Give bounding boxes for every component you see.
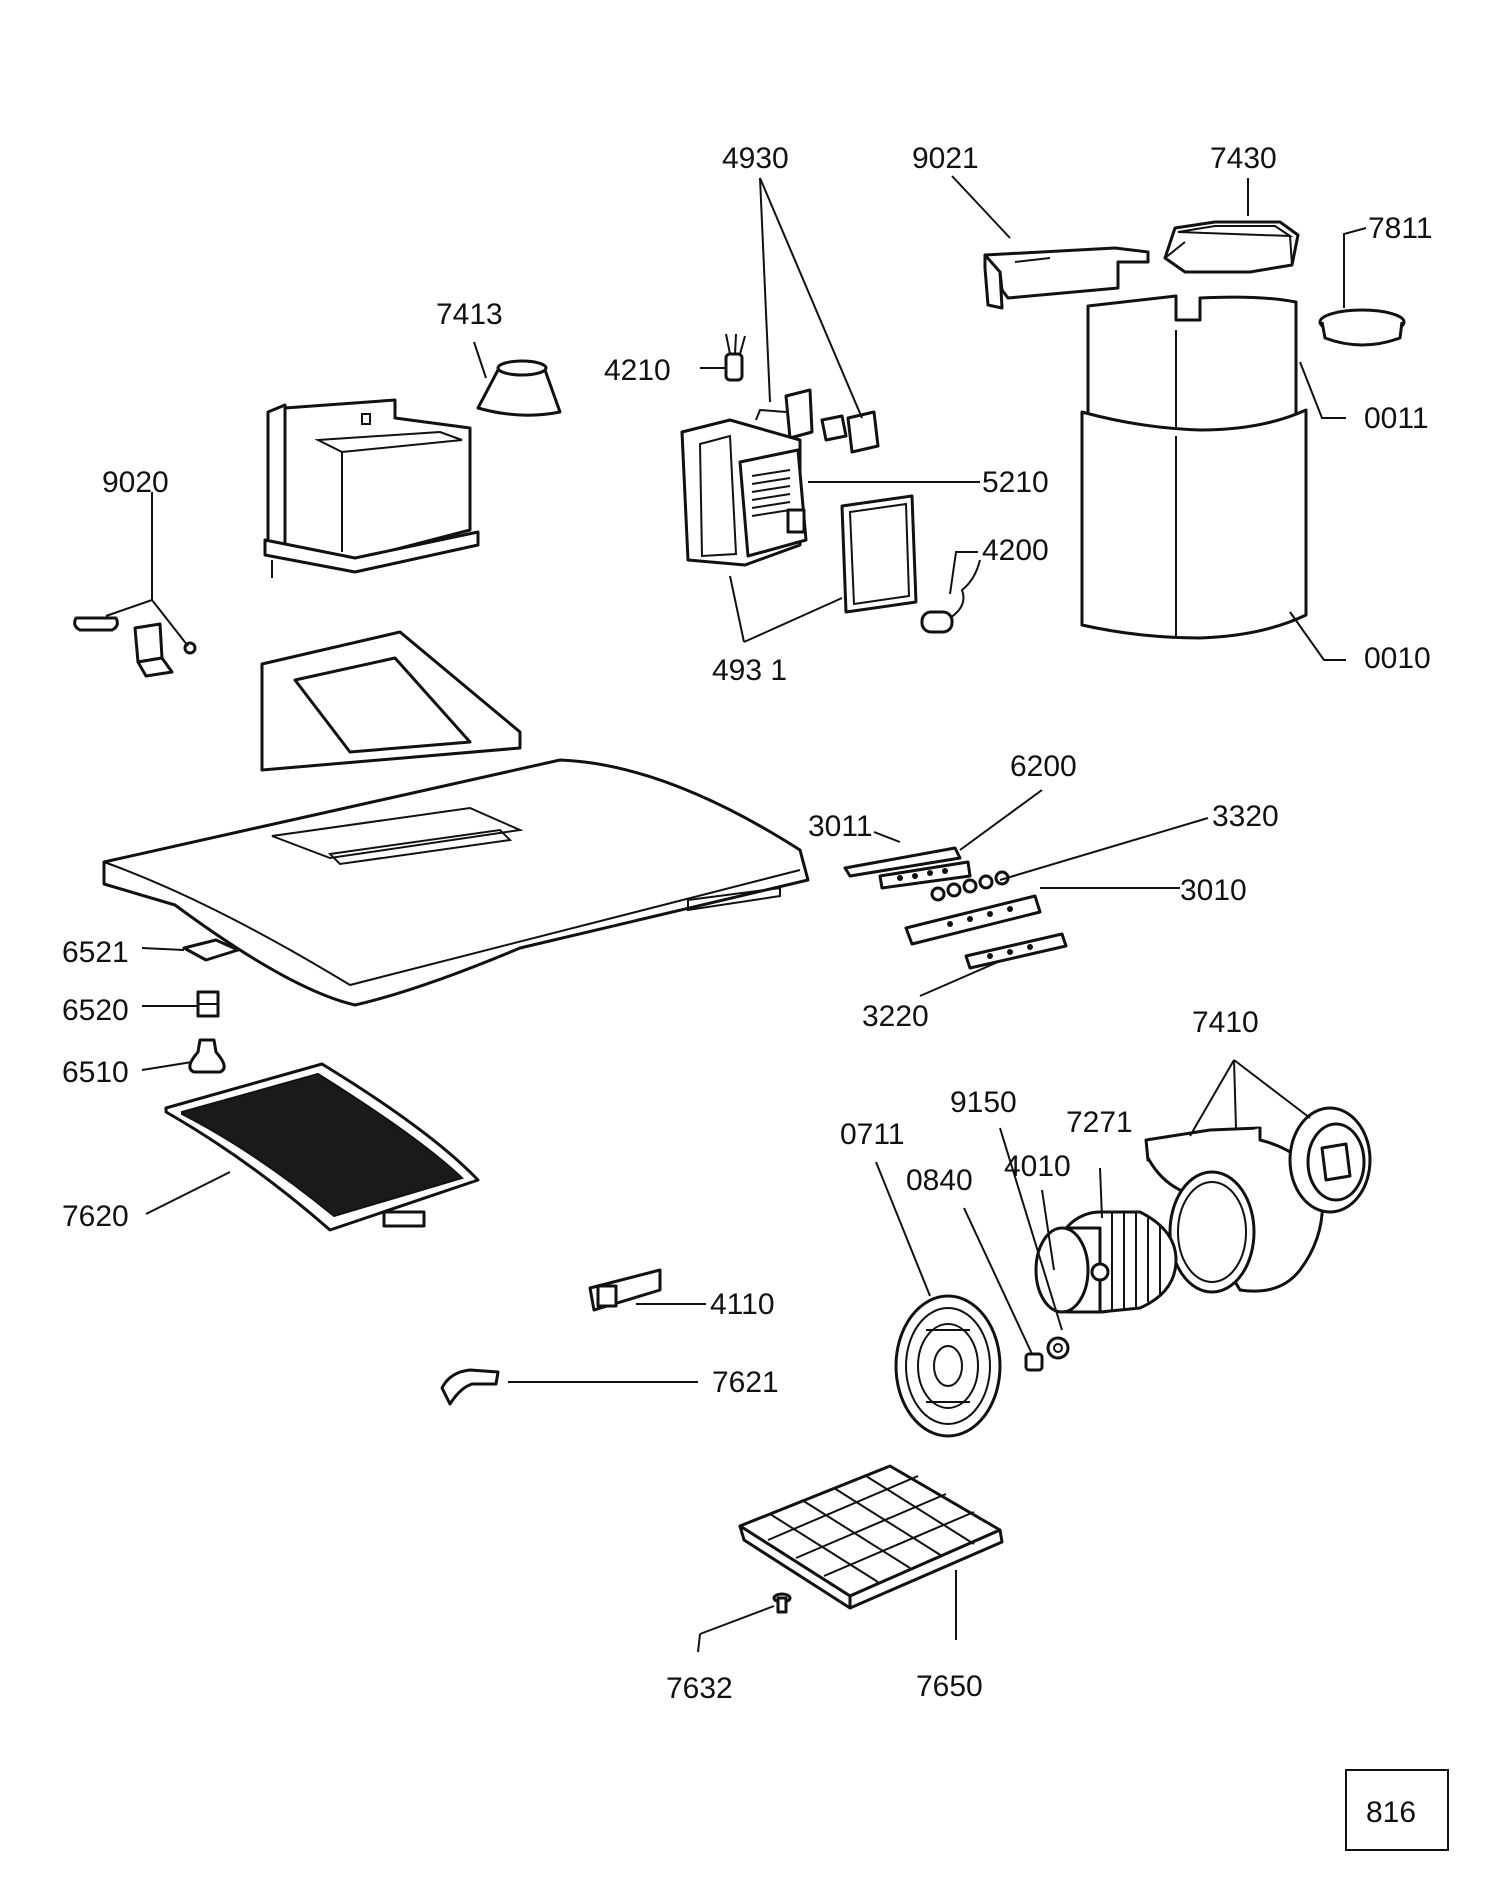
part-7430-flange (1163, 220, 1300, 274)
label-6510: 6510 (62, 1056, 129, 1089)
part-7621-clip (440, 1368, 500, 1406)
label-4200: 4200 (982, 534, 1049, 567)
part-5210-control-unit (680, 418, 808, 567)
label-3220: 3220 (862, 1000, 929, 1033)
part-0010-lower-chimney (1080, 408, 1308, 640)
part-7620-grease-filter (164, 1062, 480, 1232)
label-7410: 7410 (1192, 1006, 1259, 1039)
label-7271: 7271 (1066, 1106, 1133, 1139)
label-4010: 4010 (1004, 1150, 1071, 1183)
label-0010: 0010 (1364, 642, 1431, 675)
label-4210: 4210 (604, 354, 671, 387)
label-3011: 3011 (808, 810, 873, 843)
part-7632-screw (772, 1592, 792, 1614)
part-6520-lamp-holder (196, 990, 220, 1018)
label-7650: 7650 (916, 1670, 983, 1703)
label-6200: 6200 (1010, 750, 1077, 783)
label-4931: 493 1 (712, 654, 787, 687)
part-7413-cone (476, 359, 562, 417)
part-3220-keypad (964, 932, 1068, 970)
part-4210-capacitor (724, 333, 746, 382)
part-6521-lamp-cover (182, 938, 240, 962)
part-9150-nut (1046, 1336, 1070, 1360)
part-3010-panel (904, 894, 1042, 946)
page-number: 816 (1366, 1796, 1416, 1829)
leader-lines (105, 175, 1367, 1653)
label-3010: 3010 (1180, 874, 1247, 907)
part-0711-grille (894, 1294, 1002, 1438)
part-4930-relays (755, 388, 880, 454)
part-4200-condenser (920, 559, 981, 634)
part-0011-upper-chimney (1086, 294, 1298, 432)
label-9150: 9150 (950, 1086, 1017, 1119)
part-4110-switch (588, 1268, 662, 1312)
part-7811-ring (1318, 308, 1406, 347)
label-7413: 7413 (436, 298, 503, 331)
part-hood-outlet (260, 630, 522, 772)
label-9020: 9020 (102, 466, 169, 499)
label-4930: 4930 (722, 142, 789, 175)
label-0011: 0011 (1364, 402, 1429, 435)
part-labels: 4930 9021 7430 7811 7413 4210 0011 9020 … (62, 142, 1433, 1705)
label-6521: 6521 (62, 936, 129, 969)
part-9020-fixings (73, 616, 197, 678)
label-7621: 7621 (712, 1366, 779, 1399)
part-3011-switch-bar (843, 846, 962, 878)
page-number-box: 816 (1345, 1769, 1449, 1851)
part-motor-housing-box (263, 398, 480, 578)
part-0840-washer (1024, 1352, 1044, 1372)
label-0711: 0711 (840, 1118, 905, 1151)
part-7410-fan-housing (1144, 1106, 1372, 1294)
label-4110: 4110 (710, 1288, 775, 1321)
label-9021: 9021 (912, 142, 979, 175)
label-5210: 5210 (982, 466, 1049, 499)
label-7620: 7620 (62, 1200, 129, 1233)
label-7632: 7632 (666, 1672, 733, 1705)
part-3320-buttons (930, 870, 1010, 902)
part-hood-canopy (102, 758, 810, 1007)
label-0840: 0840 (906, 1164, 973, 1197)
part-7650-charcoal-filter (738, 1464, 1004, 1610)
part-9021-bracket (983, 246, 1150, 310)
label-6520: 6520 (62, 994, 129, 1027)
label-3320: 3320 (1212, 800, 1279, 833)
part-6200-led-board (878, 860, 972, 890)
label-7811: 7811 (1368, 212, 1433, 245)
label-7430: 7430 (1210, 142, 1277, 175)
part-6510-bulb (188, 1038, 226, 1074)
part-4010-motor (1034, 1226, 1110, 1314)
part-4931-card (840, 494, 918, 614)
